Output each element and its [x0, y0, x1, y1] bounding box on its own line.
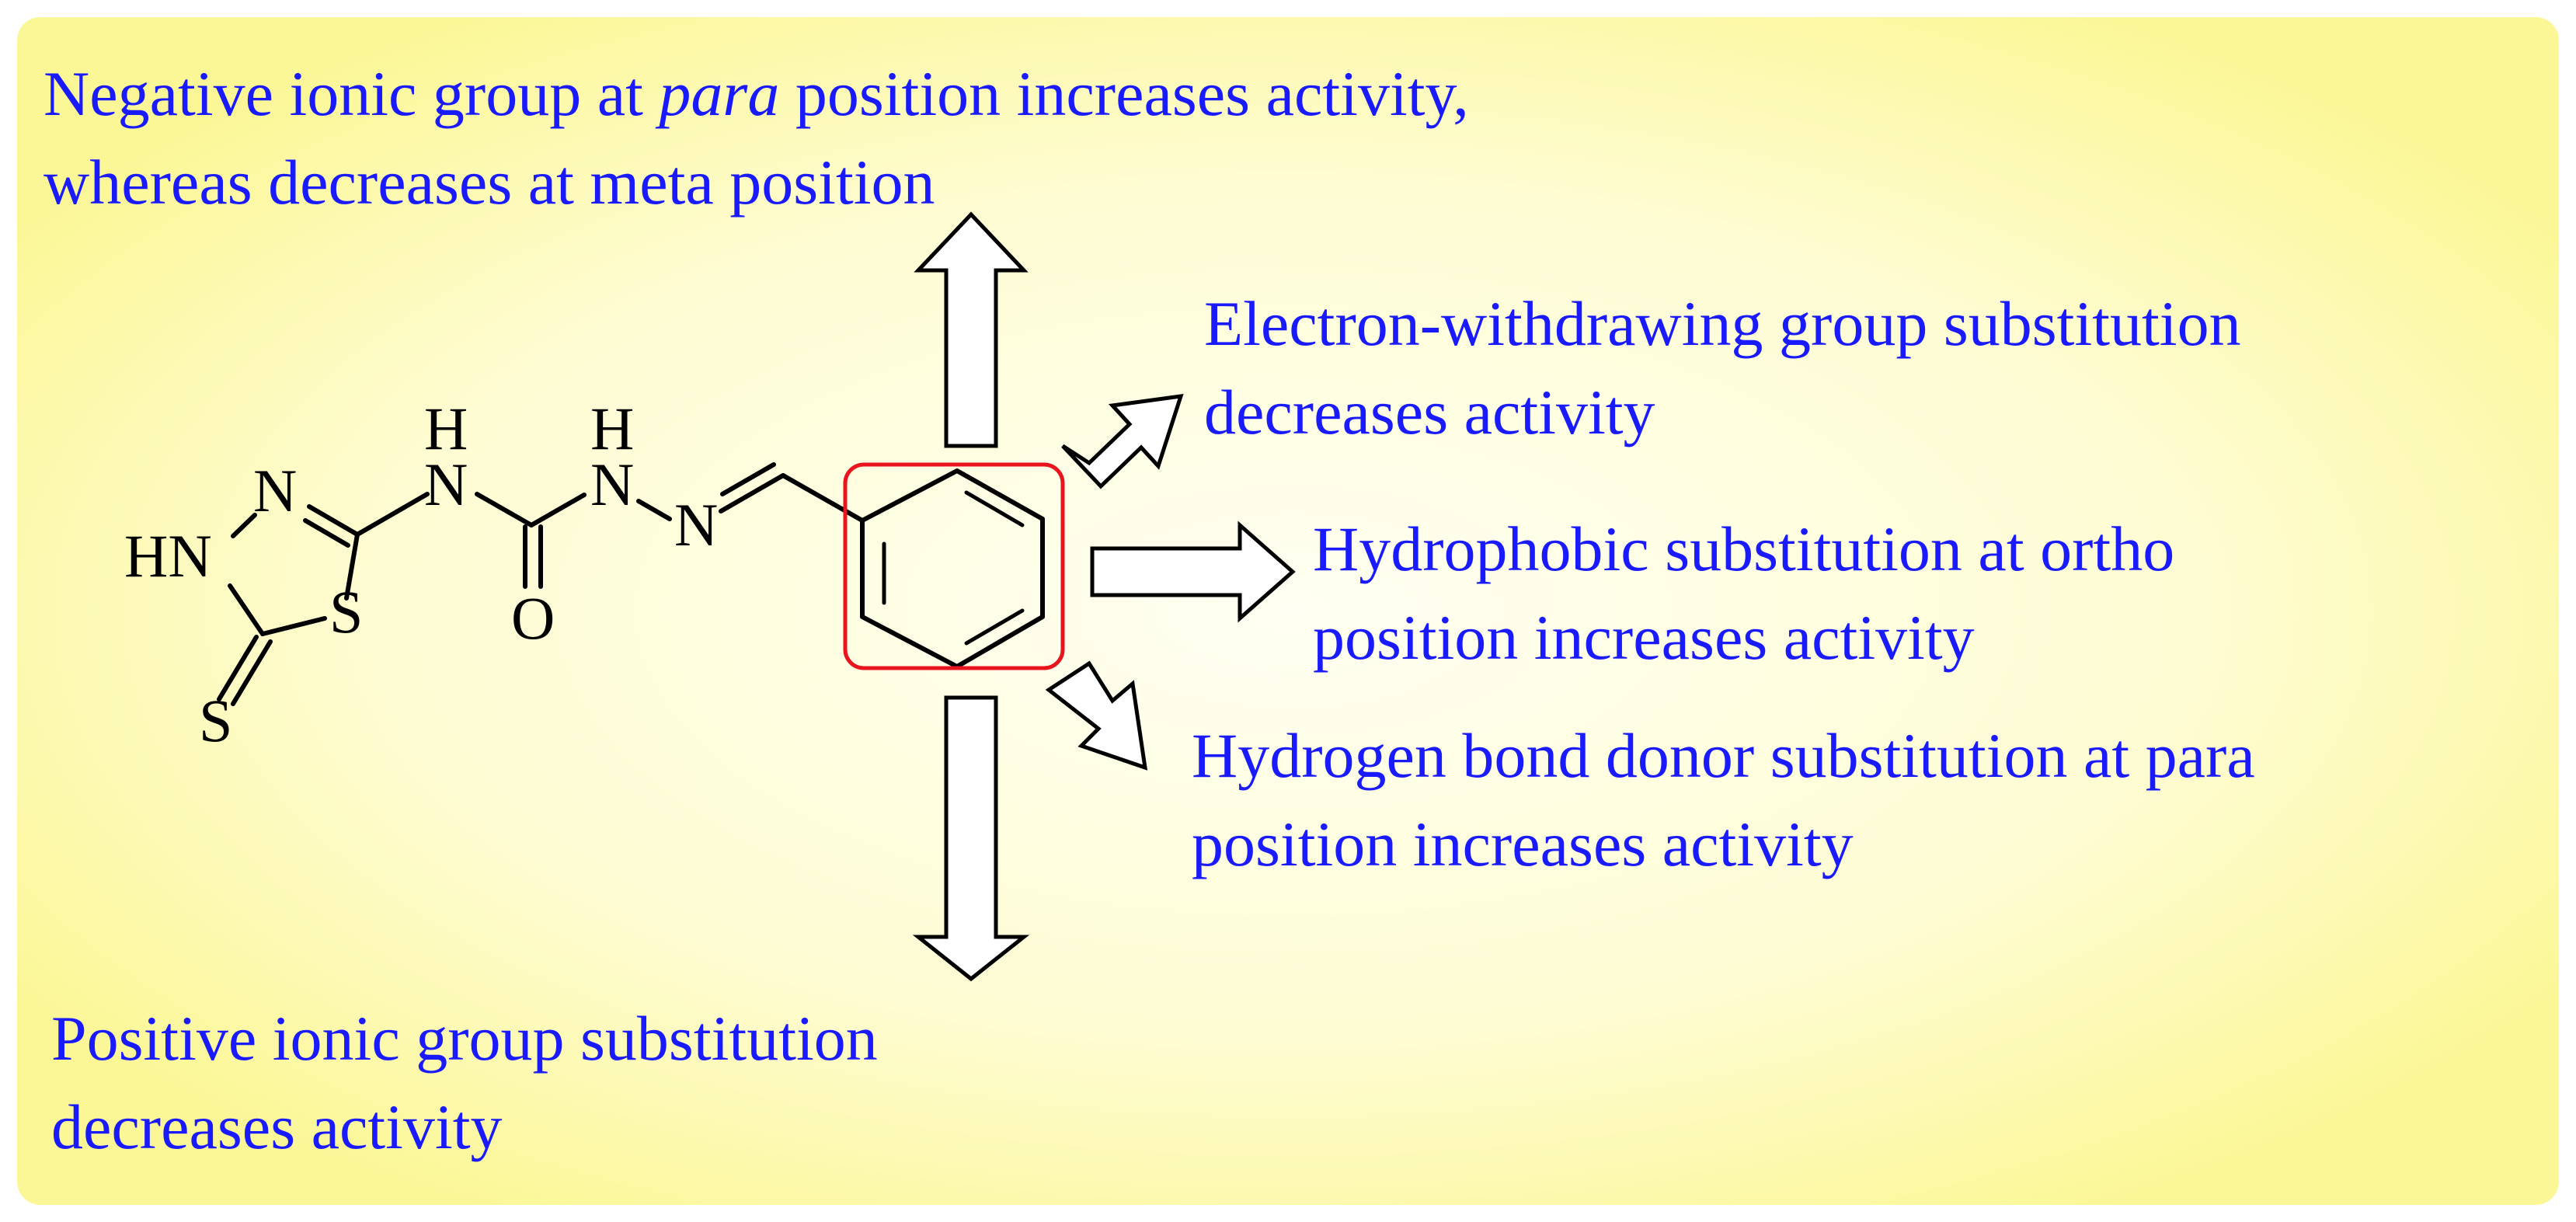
atom-nh2-h: H: [590, 395, 634, 462]
phenyl-highlight-box: [843, 462, 1065, 670]
annotation-lower-right-line2: position increases activity: [1192, 809, 1854, 879]
atom-nh1-n: N: [424, 451, 468, 518]
bond-n-ch-double: [720, 462, 776, 496]
bond-carbonyl-nh2: [529, 493, 587, 527]
bond-n-c2-double: [303, 518, 350, 548]
atom-n-ring: N: [253, 457, 297, 524]
annotation-bottom: Positive ionic group substitution decrea…: [51, 1003, 878, 1162]
bond-c5-s-thione: [217, 635, 259, 702]
benzene-inner-bond-3: [964, 608, 1025, 646]
bond-c2-nh1: [355, 492, 430, 537]
annotation-top-line1-italic: para: [655, 58, 779, 129]
arrow-upper-right: [1061, 393, 1184, 489]
annotation-bottom-line2: decreases activity: [51, 1091, 503, 1162]
bond-nh-n: [231, 513, 257, 538]
benzene-inner-bond-2: [964, 490, 1025, 527]
annotation-right-line1: Hydrophobic substitution at ortho: [1313, 514, 2174, 584]
bond-c2-s: [344, 532, 360, 601]
atom-o: O: [511, 584, 555, 652]
annotation-top-line1: Negative ionic group at para position in…: [44, 58, 1469, 129]
bond-c5-nh: [228, 583, 265, 636]
arrow-up: [914, 211, 1029, 448]
annotation-lower-right: Hydrogen bond donor substitution at para…: [1192, 720, 2255, 879]
bond-n-ch: [719, 473, 785, 514]
background-panel: [17, 17, 2559, 1205]
bond-nh1-carbonyl: [475, 492, 534, 527]
molecule-structure: N HN S S H N O H N N: [124, 395, 1045, 754]
arrow-down: [912, 695, 1030, 982]
arrow-lower-right: [1045, 660, 1148, 771]
bond-ch-phenyl: [781, 473, 865, 523]
benzene-ring: [860, 468, 1045, 669]
annotation-upper-right-line1: Electron-withdrawing group substitution: [1204, 288, 2241, 359]
annotation-top-line2: whereas decreases at meta position: [44, 147, 935, 218]
annotation-upper-right-line2: decreases activity: [1204, 377, 1655, 447]
atom-nh1-h: H: [424, 395, 468, 462]
bond-n-c2: [307, 504, 360, 537]
annotation-right: Hydrophobic substitution at ortho positi…: [1313, 514, 2174, 673]
annotation-top-line1-a: Negative ionic group at: [44, 58, 659, 129]
atom-s-thione: S: [199, 687, 232, 754]
annotation-bottom-line1: Positive ionic group substitution: [51, 1003, 878, 1074]
bond-c5-s-thione-double: [231, 639, 273, 706]
annotation-upper-right: Electron-withdrawing group substitution …: [1204, 288, 2241, 447]
atom-hn: HN: [124, 522, 212, 590]
atom-n-imine: N: [674, 491, 718, 559]
atom-s-ring: S: [329, 578, 363, 646]
annotation-right-line2: position increases activity: [1313, 602, 1975, 673]
annotation-lower-right-line1: Hydrogen bond donor substitution at para: [1192, 720, 2255, 791]
annotation-top: Negative ionic group at para position in…: [44, 58, 1469, 218]
annotation-top-line1-b: position increases activity,: [779, 58, 1468, 129]
atom-nh2-n: N: [590, 451, 634, 518]
arrow-right: [1090, 520, 1296, 623]
bond-nh2-n: [636, 499, 672, 521]
bond-s-c5: [260, 616, 327, 636]
